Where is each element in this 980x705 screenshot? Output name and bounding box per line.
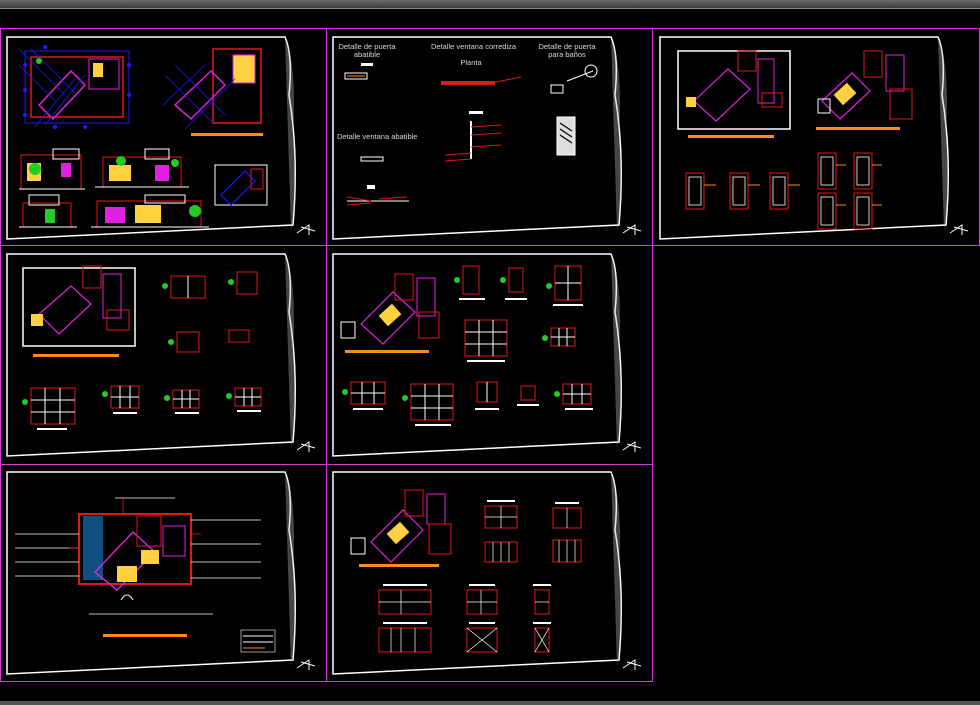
sheet-3-plan-doors[interactable] (658, 35, 976, 241)
north-arrow-icon (296, 441, 316, 452)
house-plan-small (350, 489, 452, 563)
sheet-2-door-window-details[interactable]: Detalle de puerta abatible Detalle venta… (331, 35, 649, 241)
door-bath-detail (550, 64, 598, 156)
north-arrow-icon (949, 224, 969, 235)
north-arrow-icon (622, 441, 642, 452)
sheet-1-floor-plans-elevations[interactable] (5, 35, 323, 241)
sheet-5-plan-windows-2[interactable] (331, 252, 649, 458)
layout-cell-8 (326, 464, 653, 682)
house-plan-small (340, 273, 440, 345)
legend-box (240, 629, 276, 653)
label-door-swing: Detalle de puerta abatible (338, 42, 396, 59)
window-sliding-detail (441, 76, 522, 162)
sheet-8-plan-kitchen-details[interactable] (331, 470, 649, 676)
house-plan-small-b (817, 50, 913, 120)
sheet-4-plan-windows[interactable] (5, 252, 323, 458)
north-arrow-icon (622, 659, 642, 670)
north-arrow-icon (622, 224, 642, 235)
elevation-1 (19, 148, 85, 190)
label-window-swing: Detalle ventana abatible (337, 132, 418, 141)
house-plan-small (31, 265, 130, 335)
sheet-7-detailed-floor-plan[interactable] (5, 470, 323, 676)
elevation-2 (95, 148, 189, 188)
window-top-bar (0, 0, 980, 9)
north-arrow-icon (296, 224, 316, 235)
kitchen-elevations (378, 505, 582, 653)
window-elevations (30, 271, 262, 425)
floor-plan-1 (18, 45, 131, 129)
label-window-sliding: Detalle ventana corrediza (431, 42, 517, 51)
window-elevations (350, 265, 592, 421)
house-plan-small-a (686, 50, 783, 122)
label-plan: Planta (460, 58, 482, 67)
door-elevations (685, 152, 873, 230)
north-arrow-icon (296, 659, 316, 670)
door-swing-detail (344, 63, 373, 80)
window-bottom-bar (0, 701, 980, 705)
floor-plan-2 (162, 48, 263, 136)
floor-plan-detailed (78, 513, 192, 601)
label-door-bath: Detalle de puerta para baños (538, 42, 596, 59)
elevation-3 (19, 194, 77, 228)
elevation-4 (91, 194, 209, 228)
site-plan (214, 164, 268, 206)
window-swing-detail (346, 156, 409, 206)
